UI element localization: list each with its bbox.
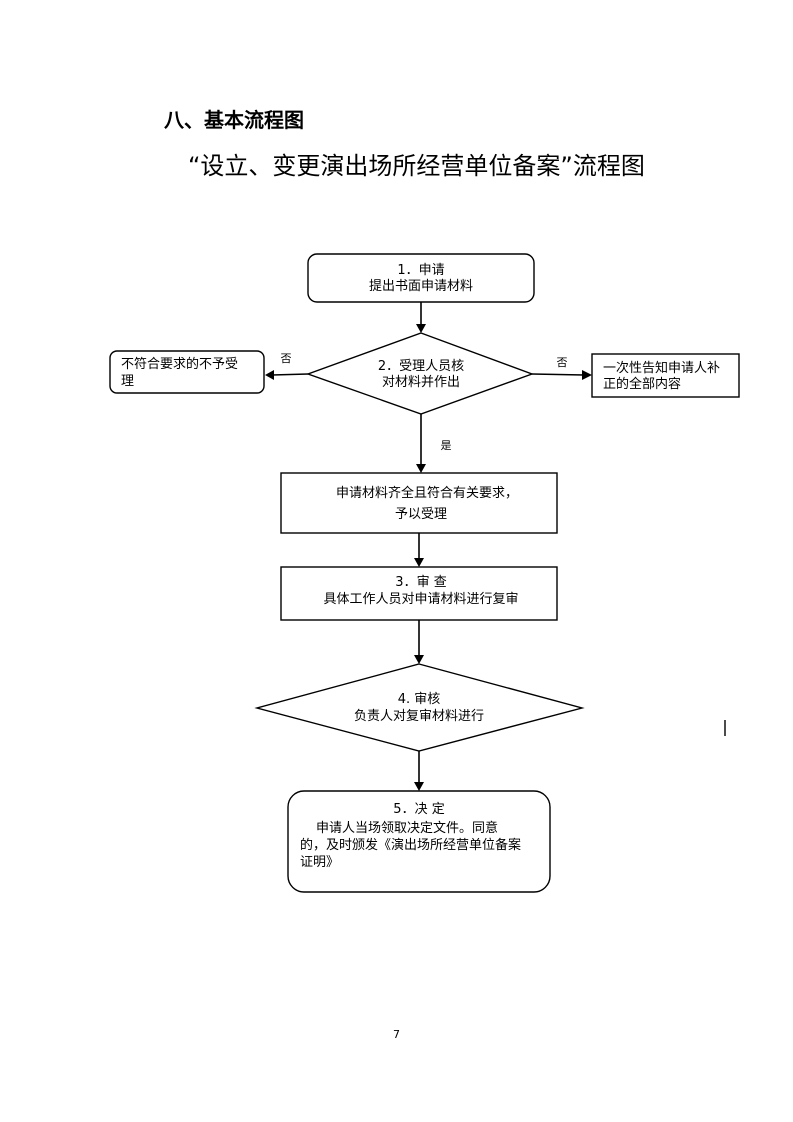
- node-approve-line2: 负责人对复审材料进行: [354, 709, 484, 724]
- edge-apply-to-accept-arrow: [416, 324, 426, 333]
- node-accepted-line2: 予以受理: [395, 507, 447, 522]
- node-notify-line1: 一次性告知申请人补: [603, 360, 720, 376]
- edge-label-no-left: 否: [281, 352, 292, 365]
- node-notify-line2: 正的全部内容: [603, 376, 681, 392]
- node-accepted-line1: 申请材料齐全且符合有关要求，: [336, 485, 518, 501]
- edge-accept-to-reject: [271, 373, 309, 376]
- page-number: 7: [393, 1028, 400, 1041]
- node-decide-line1: 5．决 定: [393, 802, 444, 817]
- edge-accept-to-accepted-arrow: [416, 464, 426, 473]
- node-notify: [591, 353, 740, 398]
- node-apply-line2: 提出书面申请材料: [369, 278, 473, 294]
- diagram-title: “设立、变更演出场所经营单位备案”流程图: [188, 152, 645, 180]
- edge-accept-to-reject-arrow: [265, 370, 274, 380]
- node-review-line2: 具体工作人员对申请材料进行复审: [323, 592, 518, 607]
- node-accept-line2: 对材料并作出: [382, 375, 460, 390]
- edge-approve-to-decide-arrow: [414, 782, 424, 791]
- edge-accept-to-notify-arrow: [582, 370, 592, 380]
- node-decide-line2: 申请人当场领取决定文件。同意: [316, 820, 498, 836]
- node-approve-decision: [254, 663, 585, 752]
- edge-accept-to-notify: [531, 373, 585, 376]
- node-apply: [307, 253, 535, 303]
- edge-review-to-approve-arrow: [414, 655, 424, 664]
- node-apply-line1: 1．申请: [397, 263, 444, 278]
- node-review-line1: 3．审 查: [395, 575, 446, 590]
- node-approve-line1: 4. 审核: [398, 692, 441, 707]
- node-accept-line1: 2．受理人员核: [378, 359, 464, 374]
- node-decide-line4: 证明》: [300, 855, 339, 870]
- edge-accepted-to-review-arrow: [414, 558, 424, 567]
- edge-label-no-right: 否: [557, 356, 568, 369]
- section-heading: 八、基本流程图: [164, 108, 304, 132]
- node-reject-line2: 理: [121, 374, 134, 389]
- node-decide-line3: 的，及时颁发《演出场所经营单位备案: [300, 837, 521, 853]
- node-reject-line1: 不符合要求的不予受: [121, 356, 238, 372]
- node-review: [280, 566, 558, 621]
- node-reject: [109, 350, 265, 394]
- edge-label-yes: 是: [441, 439, 452, 452]
- node-accepted: [280, 472, 558, 534]
